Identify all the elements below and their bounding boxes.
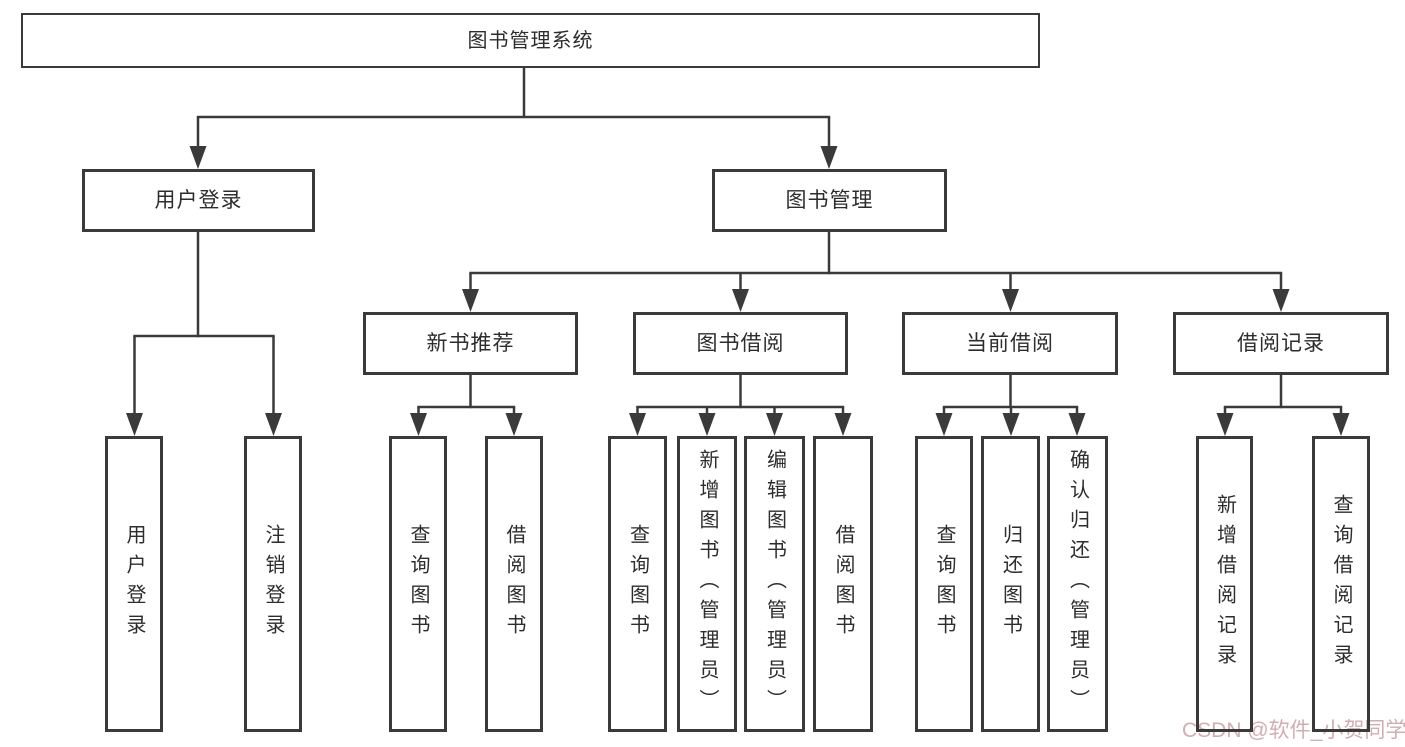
node-current-borrowing: 当前借阅 xyxy=(902,312,1118,375)
node-new-book-recommend: 新书推荐 xyxy=(363,312,578,375)
leaf-logout: 注销登录 xyxy=(244,436,302,732)
leaf-query-borrow-record: 查询借阅记录 xyxy=(1312,436,1370,732)
node-book-borrowing: 图书借阅 xyxy=(633,312,848,375)
leaf-user-login: 用户登录 xyxy=(105,436,163,732)
leaf-current-query-books: 查询图书 xyxy=(915,436,973,732)
node-book-borrowing-label: 图书借阅 xyxy=(696,332,785,355)
leaf-current-query-books-label: 查询图书 xyxy=(933,524,955,644)
leaf-return-books: 归还图书 xyxy=(981,436,1040,732)
leaf-edit-book-admin: 编辑图书（管理员） xyxy=(744,436,805,732)
leaf-add-book-admin: 新增图书（管理员） xyxy=(677,436,737,732)
leaf-return-books-label: 归还图书 xyxy=(999,524,1022,644)
node-user-login: 用户登录 xyxy=(82,169,315,232)
leaf-recommend-borrow-books: 借阅图书 xyxy=(485,436,543,732)
node-new-book-recommend-label: 新书推荐 xyxy=(426,332,515,355)
leaf-borrowing-borrow-books: 借阅图书 xyxy=(813,436,873,732)
csdn-watermark: CSDN @软件_小贺同学 xyxy=(1182,719,1405,742)
leaf-add-borrow-record-label: 新增借阅记录 xyxy=(1213,494,1236,674)
leaf-recommend-query-books: 查询图书 xyxy=(389,436,447,732)
leaf-user-login-label: 用户登录 xyxy=(123,524,145,644)
leaf-borrowing-query-books-label: 查询图书 xyxy=(626,524,649,644)
node-book-management: 图书管理 xyxy=(712,169,947,232)
leaf-confirm-return-admin: 确认归还（管理员） xyxy=(1047,436,1108,732)
leaf-query-borrow-record-label: 查询借阅记录 xyxy=(1330,494,1352,674)
leaf-confirm-return-admin-label: 确认归还（管理员） xyxy=(1066,449,1089,719)
node-borrowing-records: 借阅记录 xyxy=(1173,312,1389,375)
node-current-borrowing-label: 当前借阅 xyxy=(966,332,1054,355)
leaf-borrowing-borrow-books-label: 借阅图书 xyxy=(832,524,854,644)
leaf-add-book-admin-label: 新增图书（管理员） xyxy=(696,449,718,719)
leaf-borrowing-query-books: 查询图书 xyxy=(608,436,667,732)
node-system-root: 图书管理系统 xyxy=(21,13,1040,68)
leaf-logout-label: 注销登录 xyxy=(262,524,284,644)
node-borrowing-records-label: 借阅记录 xyxy=(1237,332,1325,355)
leaf-recommend-borrow-books-label: 借阅图书 xyxy=(503,524,525,644)
leaf-add-borrow-record: 新增借阅记录 xyxy=(1196,436,1253,732)
node-system-root-label: 图书管理系统 xyxy=(467,29,594,52)
leaf-recommend-query-books-label: 查询图书 xyxy=(407,524,429,644)
node-user-login-label: 用户登录 xyxy=(154,189,243,212)
node-book-management-label: 图书管理 xyxy=(785,189,874,212)
leaf-edit-book-admin-label: 编辑图书（管理员） xyxy=(763,449,786,719)
